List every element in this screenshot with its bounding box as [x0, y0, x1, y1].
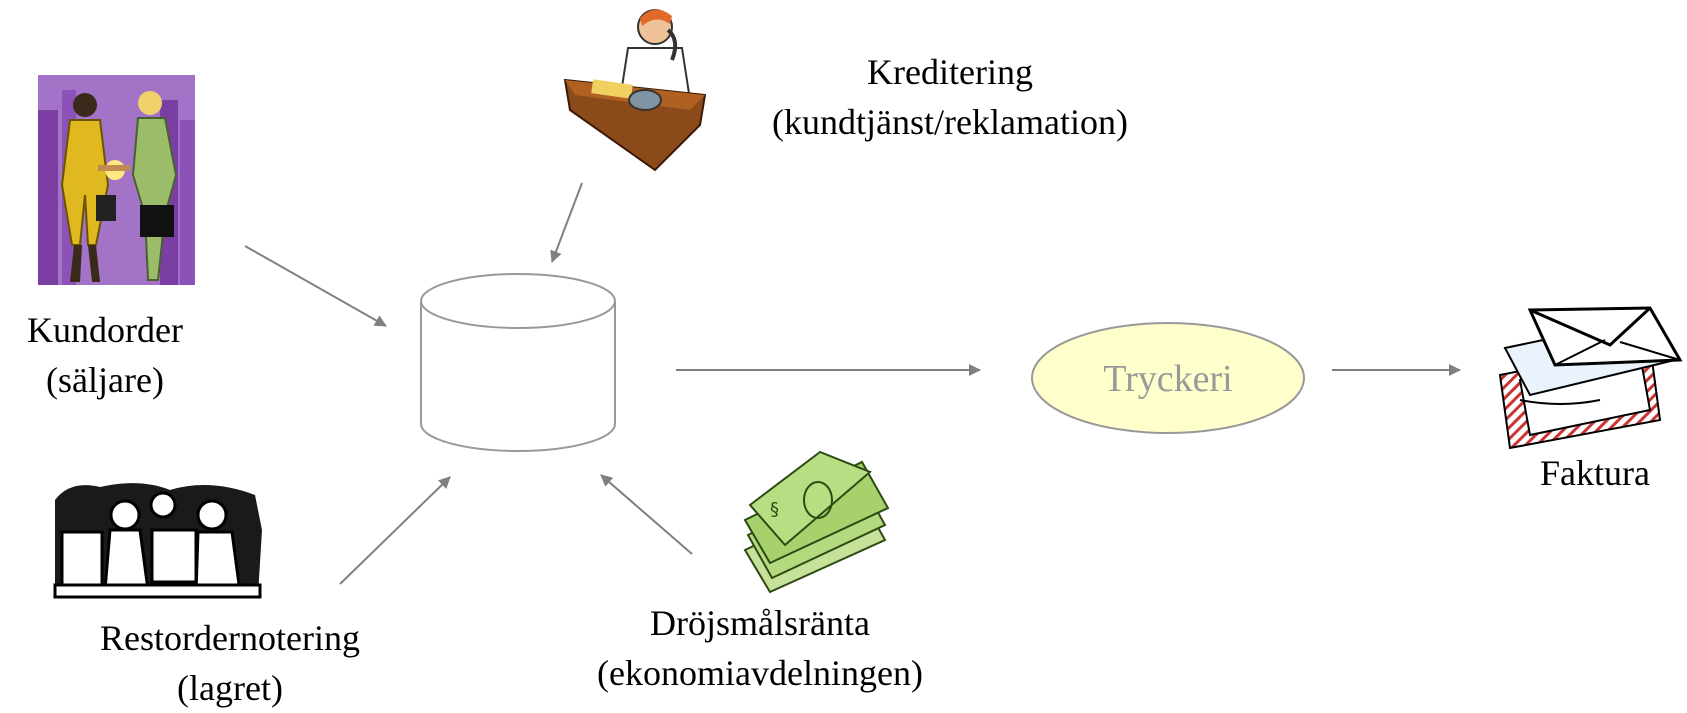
counter-service-clipart-icon	[53, 483, 262, 599]
kundorder-role: (säljare)	[46, 360, 164, 400]
phone-desk-clipart-icon	[563, 9, 707, 172]
handshake-clipart-icon	[38, 75, 195, 285]
kreditering-title: Kreditering	[867, 52, 1033, 92]
arrow-kreditering-to-db	[550, 182, 583, 263]
tryckeri-label: Tryckeri	[1103, 358, 1232, 400]
svg-text:§: §	[770, 499, 779, 520]
restorder-title: Restordernotering	[100, 618, 360, 658]
arrow-restorder-to-db	[339, 476, 451, 585]
tryckeri-process-node: Tryckeri	[1031, 322, 1305, 434]
drojsmal-label: Dröjsmålsränta (ekonomiavdelningen)	[555, 598, 965, 698]
faktura-title: Faktura	[1540, 453, 1650, 493]
arrow-drojsmal-to-db	[600, 474, 693, 555]
faktura-label: Faktura	[1510, 448, 1680, 498]
kundorder-title: Kundorder	[27, 310, 183, 350]
drojsmal-title: Dröjsmålsränta	[650, 603, 870, 643]
kreditering-label: Kreditering (kundtjänst/reklamation)	[730, 47, 1170, 147]
envelopes-clipart-icon	[1498, 306, 1683, 450]
restorder-label: Restordernotering (lagret)	[55, 613, 405, 713]
arrow-kundorder-to-db	[244, 245, 387, 327]
database-cylinder-icon	[420, 273, 616, 452]
restorder-role: (lagret)	[177, 668, 283, 708]
kreditering-role: (kundtjänst/reklamation)	[772, 102, 1128, 142]
drojsmal-role: (ekonomiavdelningen)	[597, 653, 923, 693]
money-stack-clipart-icon: §	[743, 450, 890, 594]
kundorder-label: Kundorder (säljare)	[0, 305, 210, 405]
